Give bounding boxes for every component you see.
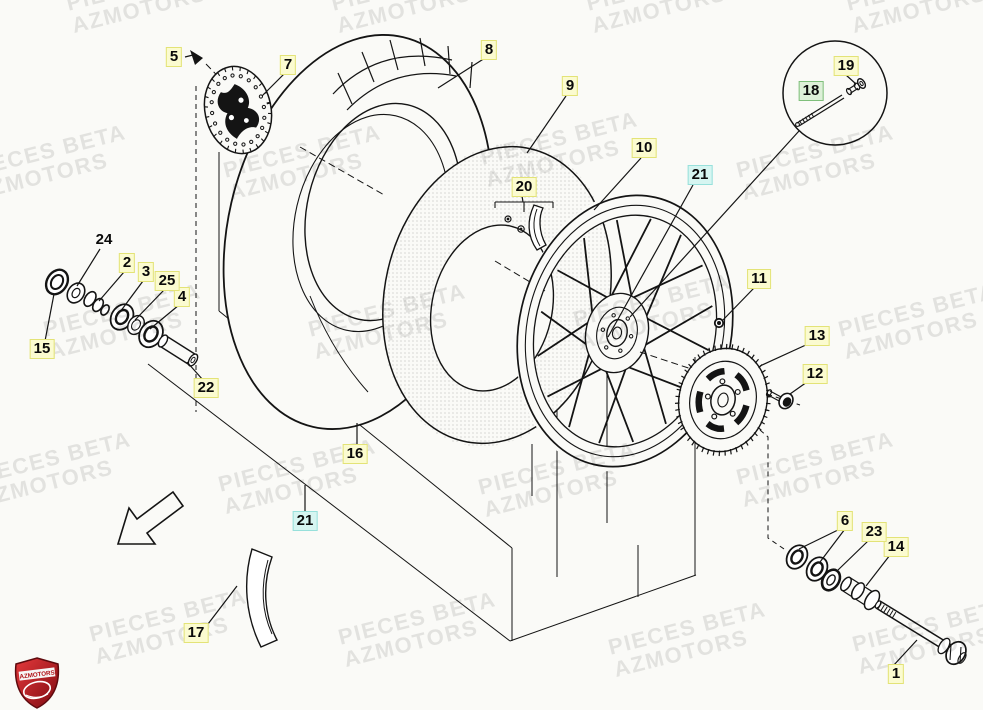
callout-1[interactable]: 1 bbox=[887, 664, 905, 684]
part-shim[interactable] bbox=[245, 548, 278, 648]
callout-5[interactable]: 5 bbox=[165, 47, 183, 67]
callout-21[interactable]: 21 bbox=[687, 165, 713, 185]
part-sprocket-bolt[interactable] bbox=[765, 389, 795, 411]
part-inner-tube[interactable] bbox=[354, 124, 640, 467]
callout-3[interactable]: 3 bbox=[137, 262, 155, 282]
callout-19[interactable]: 19 bbox=[833, 56, 859, 76]
direction-arrow bbox=[116, 490, 185, 545]
logo-text: AZMOTORS bbox=[19, 669, 55, 680]
tire-tread-pattern bbox=[332, 37, 473, 111]
callout-4[interactable]: 4 bbox=[173, 287, 191, 307]
shield-logo-icon: AZMOTORS bbox=[14, 657, 60, 709]
callout-24[interactable]: 24 bbox=[95, 231, 113, 248]
callout-18[interactable]: 18 bbox=[798, 81, 824, 101]
callout-21[interactable]: 21 bbox=[292, 511, 318, 531]
callout-8[interactable]: 8 bbox=[480, 40, 498, 60]
callout-13[interactable]: 13 bbox=[804, 326, 830, 346]
callout-2[interactable]: 2 bbox=[118, 253, 136, 273]
callout-20[interactable]: 20 bbox=[511, 177, 537, 197]
callout-14[interactable]: 14 bbox=[883, 537, 909, 557]
callout-17[interactable]: 17 bbox=[183, 623, 209, 643]
part-brake-disc[interactable] bbox=[197, 60, 280, 160]
callout-25[interactable]: 25 bbox=[154, 271, 180, 291]
part-left-axle-group[interactable] bbox=[42, 266, 200, 368]
callout-11[interactable]: 11 bbox=[747, 269, 771, 289]
part-wheel[interactable] bbox=[491, 174, 759, 489]
leader-lines bbox=[44, 54, 918, 667]
part-sprocket[interactable] bbox=[668, 339, 777, 460]
azmotors-logo[interactable]: AZMOTORS bbox=[12, 657, 62, 710]
spoke-detail-inset[interactable] bbox=[782, 40, 888, 146]
callout-22[interactable]: 22 bbox=[193, 378, 219, 398]
callout-7[interactable]: 7 bbox=[279, 55, 297, 75]
callout-10[interactable]: 10 bbox=[631, 138, 657, 158]
callout-9[interactable]: 9 bbox=[561, 76, 579, 96]
part-disc-bolt[interactable] bbox=[190, 50, 203, 65]
callout-23[interactable]: 23 bbox=[861, 522, 887, 542]
part-rim-lock[interactable] bbox=[494, 201, 554, 251]
callout-12[interactable]: 12 bbox=[802, 364, 828, 384]
callout-16[interactable]: 16 bbox=[342, 444, 368, 464]
callout-15[interactable]: 15 bbox=[29, 339, 55, 359]
part-pin[interactable] bbox=[713, 317, 725, 329]
callout-6[interactable]: 6 bbox=[836, 511, 854, 531]
part-right-axle-group[interactable] bbox=[782, 541, 970, 668]
